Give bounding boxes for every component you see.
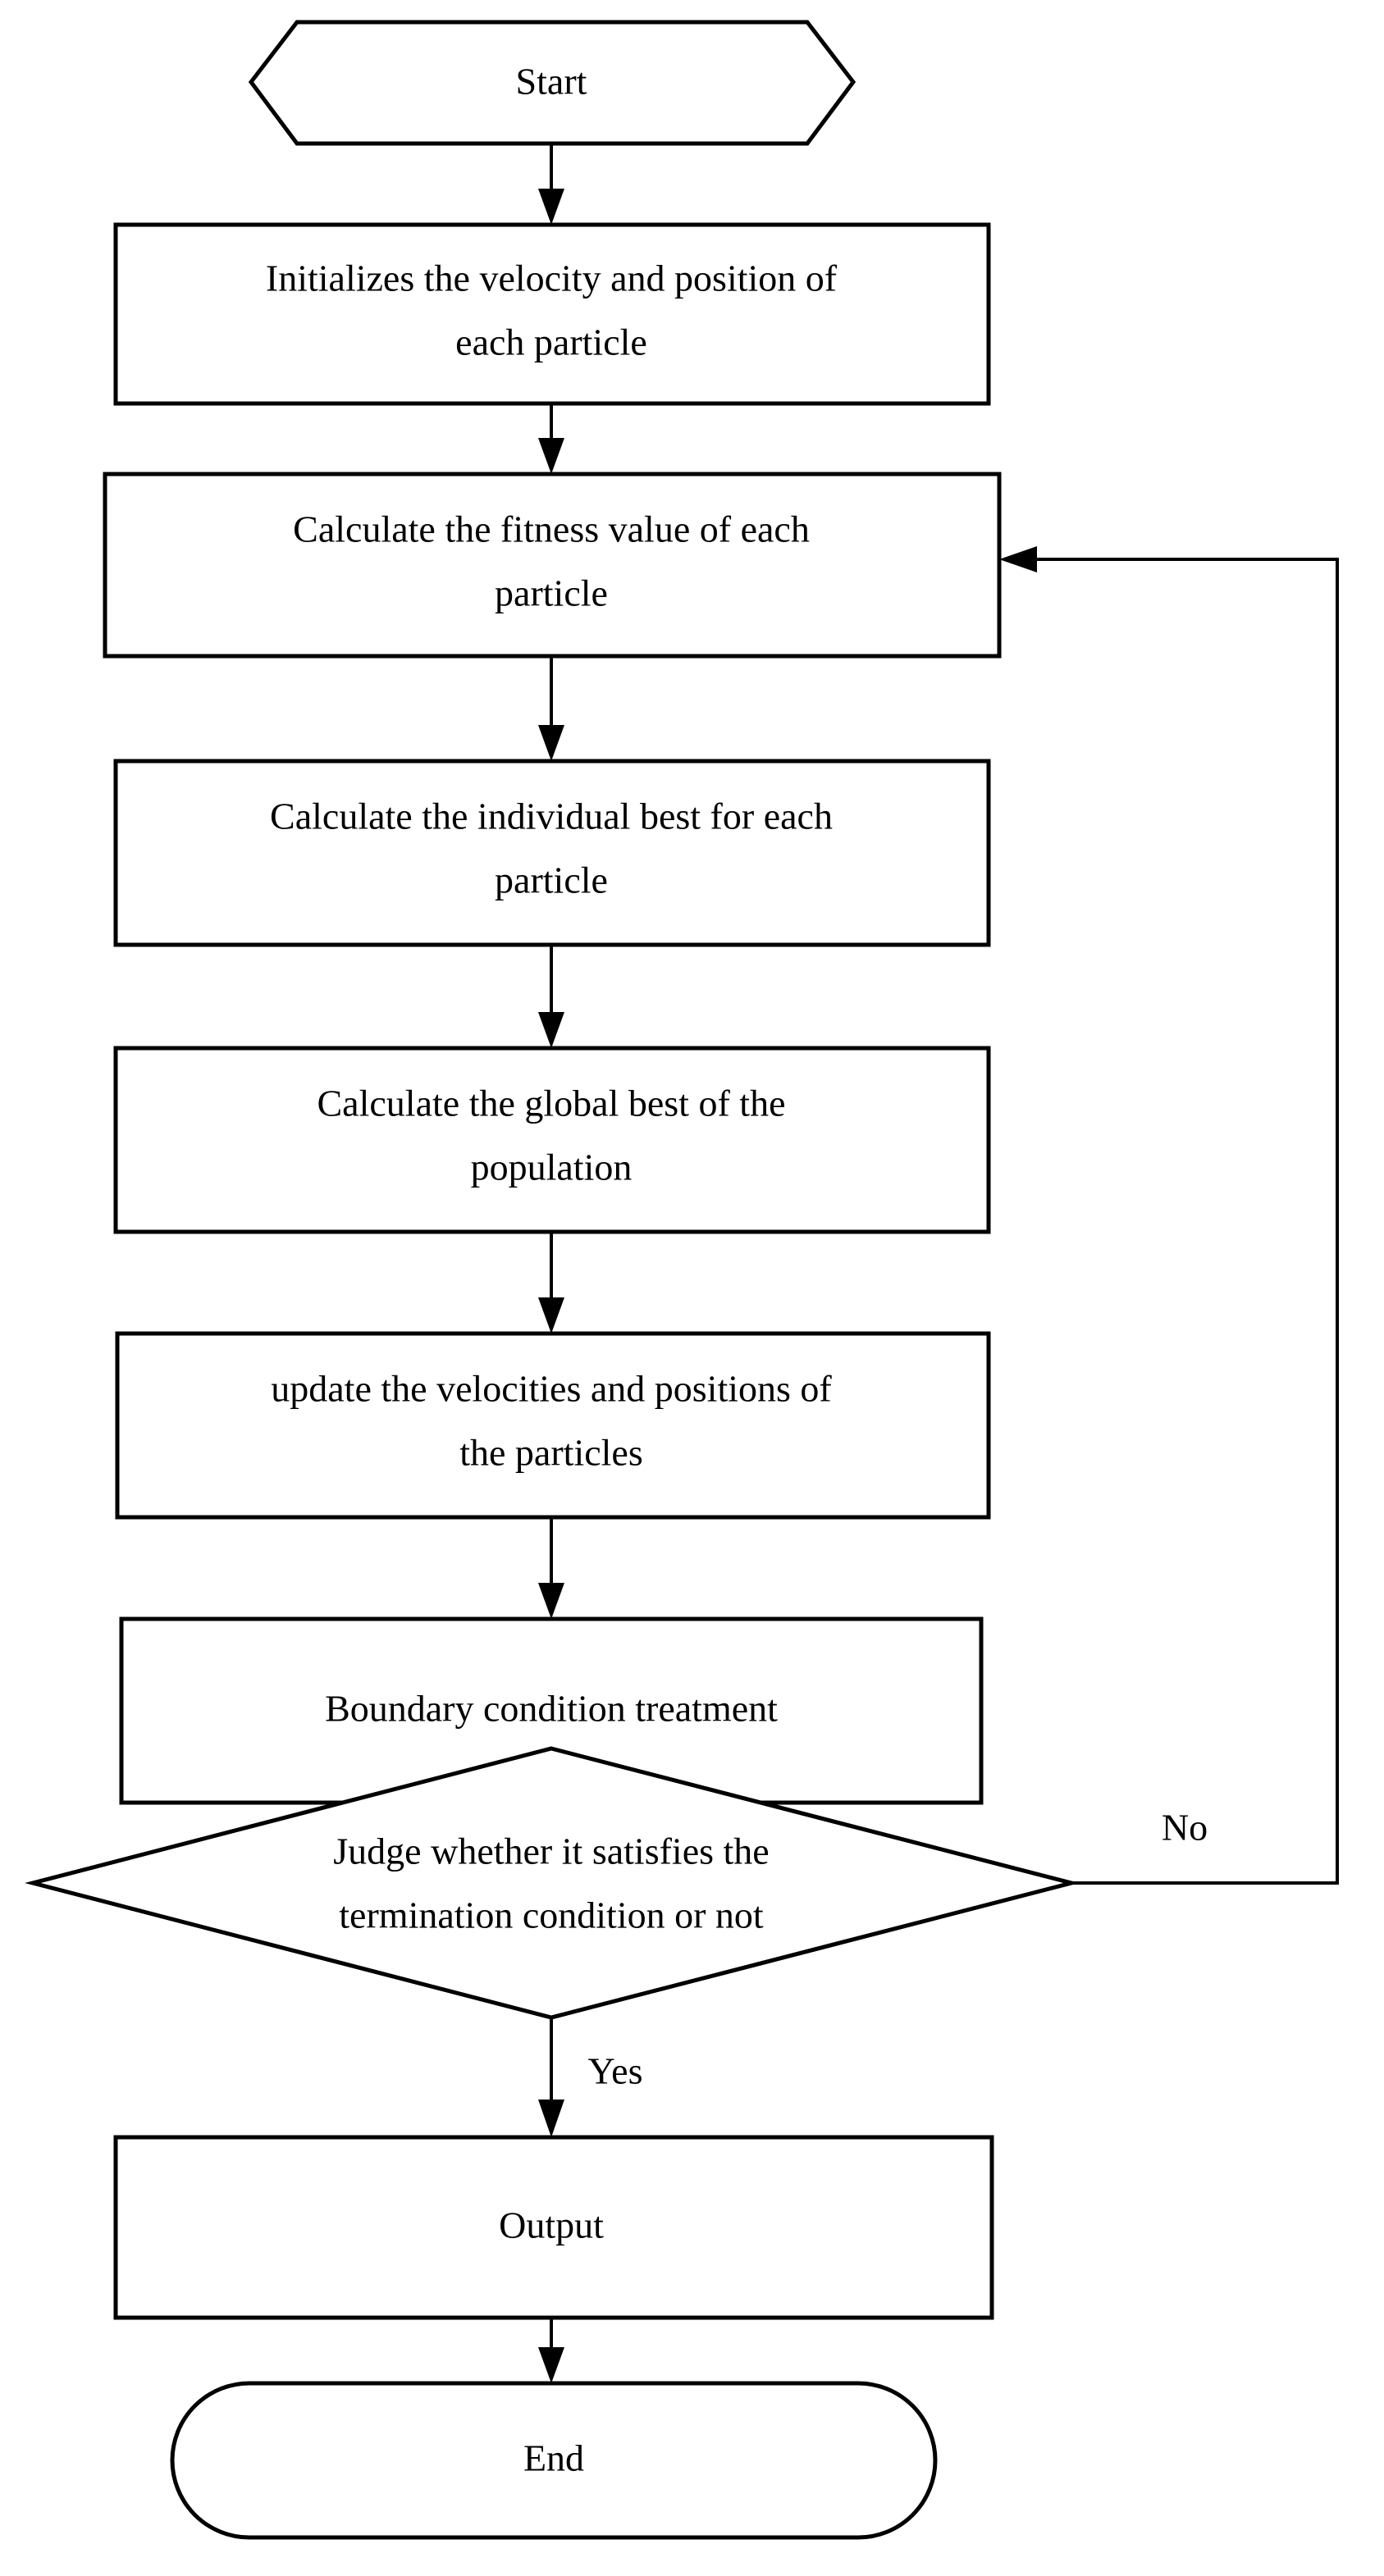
- node-init[interactable]: Initializes the velocity and position of…: [113, 222, 991, 406]
- edge-gbest-update: [538, 1232, 564, 1334]
- node-pbest-label-line2: particle: [495, 859, 608, 901]
- node-output-label: Output: [499, 2204, 604, 2246]
- node-gbest-label-line2: population: [471, 1147, 633, 1188]
- edge-fitness-pbest: [538, 656, 564, 761]
- node-gbest-label-line1: Calculate the global best of the: [317, 1083, 786, 1124]
- edge-update-boundary: [538, 1517, 564, 1619]
- node-fitness[interactable]: Calculate the fitness value of each part…: [103, 472, 1002, 659]
- edge-start-init: [538, 144, 564, 225]
- node-update[interactable]: update the velocities and positions of t…: [115, 1331, 991, 1520]
- node-start[interactable]: Start: [248, 20, 856, 146]
- node-output[interactable]: Output: [113, 2135, 994, 2320]
- edge-judge-fitness: No: [999, 546, 1339, 1885]
- node-end[interactable]: End: [170, 2381, 938, 2540]
- node-init-label-line1: Initializes the velocity and position of: [266, 258, 838, 299]
- node-gbest[interactable]: Calculate the global best of the populat…: [113, 1046, 991, 1234]
- node-judge-label-line1: Judge whether it satisfies the: [333, 1831, 769, 1872]
- node-init-label-line2: each particle: [455, 321, 647, 363]
- edge-judge-output: Yes: [538, 2017, 642, 2137]
- node-pbest-label-line1: Calculate the individual best for each: [270, 796, 833, 837]
- edge-pbest-gbest: [538, 945, 564, 1048]
- node-update-label-line2: the particles: [459, 1432, 643, 1474]
- edge-label-no: No: [1162, 1807, 1208, 1849]
- node-fitness-label-line2: particle: [495, 572, 608, 614]
- node-end-label: End: [523, 2437, 584, 2479]
- node-fitness-label-line1: Calculate the fitness value of each: [293, 508, 810, 550]
- node-boundary-label: Boundary condition treatment: [325, 1688, 778, 1730]
- edge-label-yes: Yes: [588, 2050, 643, 2092]
- node-update-label-line1: update the velocities and positions of: [271, 1368, 832, 1410]
- node-start-label: Start: [516, 61, 587, 103]
- edge-init-fitness: [538, 403, 564, 474]
- node-pbest[interactable]: Calculate the individual best for each p…: [113, 759, 991, 947]
- edge-output-end: [538, 2318, 564, 2383]
- node-judge-label-line2: termination condition or not: [339, 1894, 764, 1936]
- node-judge[interactable]: Judge whether it satisfies the terminati…: [25, 1746, 1080, 2020]
